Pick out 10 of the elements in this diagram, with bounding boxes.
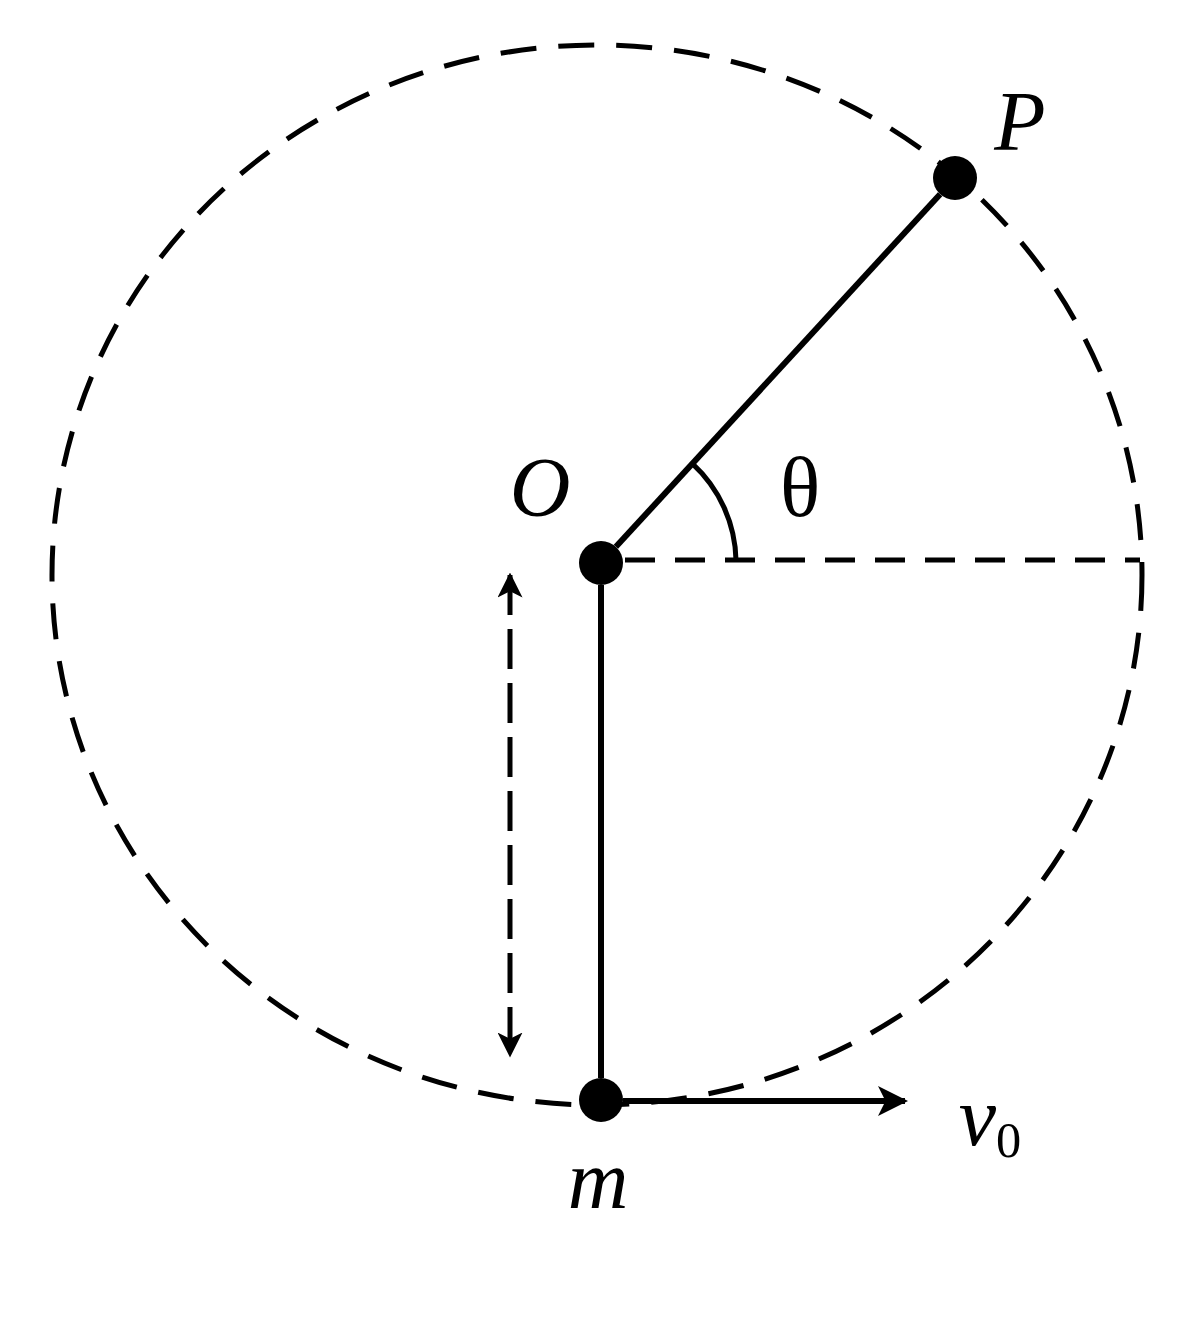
point-dot xyxy=(933,156,977,200)
point-dot xyxy=(579,1078,623,1122)
point-dot xyxy=(579,541,623,585)
point-label: O xyxy=(509,446,571,530)
rod-line xyxy=(613,192,943,549)
point-label: m xyxy=(567,1138,629,1222)
angle-label: θ xyxy=(779,446,821,530)
velocity-label: v$_{0}$ xyxy=(958,1074,1022,1166)
rod-line xyxy=(598,585,604,1078)
point-label: P xyxy=(994,80,1046,164)
